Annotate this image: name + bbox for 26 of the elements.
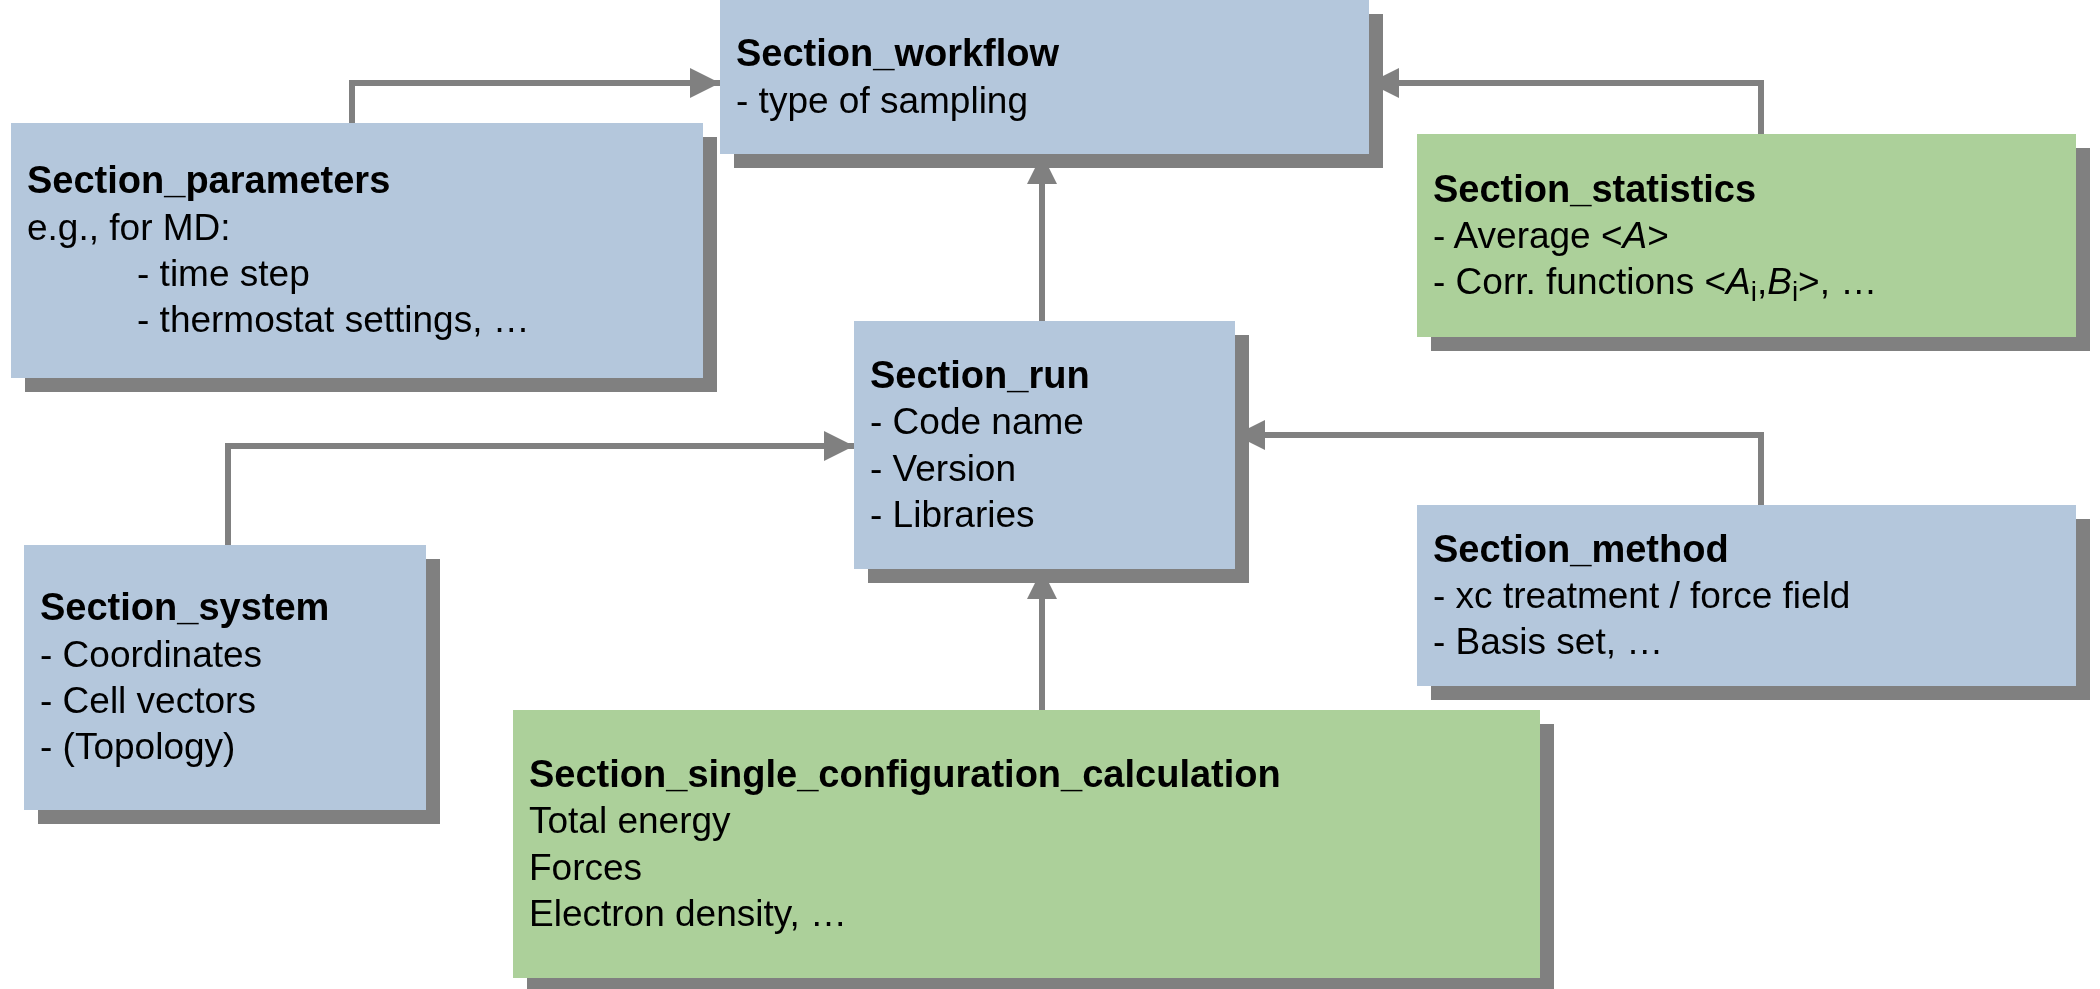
section-item: - type of sampling (736, 78, 1030, 123)
section-item: - Code name (870, 400, 1085, 445)
section-item: - Corr. functions <A$_{i}$,B$_{i}$>, … (1433, 260, 1879, 306)
section-title: Section_run (870, 352, 1091, 398)
section-title: Section_parameters (27, 158, 392, 204)
section-item: Total energy (529, 799, 732, 844)
section-item: - thermostat settings, … (136, 298, 531, 343)
arrow (349, 68, 720, 123)
section-item: - Basis set, … (1433, 620, 1665, 665)
section-item: - Coordinates (40, 632, 264, 677)
section-item: Electron density, … (529, 891, 849, 936)
section-title: Section_workflow (736, 31, 1061, 77)
section-item: e.g., for MD: (27, 205, 232, 250)
section-item: - Average <A> (1433, 214, 1670, 258)
section-item: Forces (529, 845, 644, 890)
section-item: - Version (870, 446, 1017, 491)
arrow (225, 431, 854, 545)
section-item: - Libraries (870, 492, 1036, 537)
section-item: - xc treatment / force field (1433, 574, 1852, 618)
section-title: Section_system (40, 585, 331, 631)
section-item: - (Topology) (40, 725, 237, 770)
section-title: Section_statistics (1433, 166, 1758, 212)
section-item: - time step (136, 252, 311, 297)
section-item: - Cell vectors (40, 679, 257, 724)
section-title: Section_single_configuration_calculation (529, 751, 1282, 797)
section-title: Section_method (1433, 526, 1730, 572)
